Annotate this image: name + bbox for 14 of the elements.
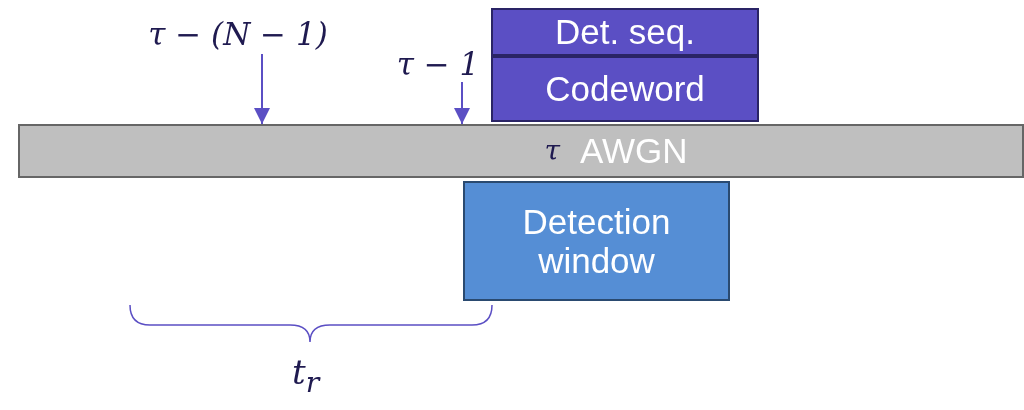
math-label: τ − 1 [383, 46, 493, 82]
math-symbol: τ [544, 135, 560, 167]
box-label: Detection window [521, 201, 672, 281]
sequence-box [491, 56, 759, 122]
box-label: Codeword [545, 69, 705, 109]
arrow [454, 81, 470, 125]
math-label: τ − (N − 1) [118, 14, 358, 54]
box-label: Det. seq. [554, 12, 696, 52]
detection-window-box [463, 181, 730, 301]
sequence-box [491, 8, 759, 56]
channel-bar [18, 124, 1024, 178]
math-label: t$_{r}$ [292, 352, 320, 399]
arrow [254, 53, 270, 125]
box-label: AWGN [579, 131, 688, 171]
